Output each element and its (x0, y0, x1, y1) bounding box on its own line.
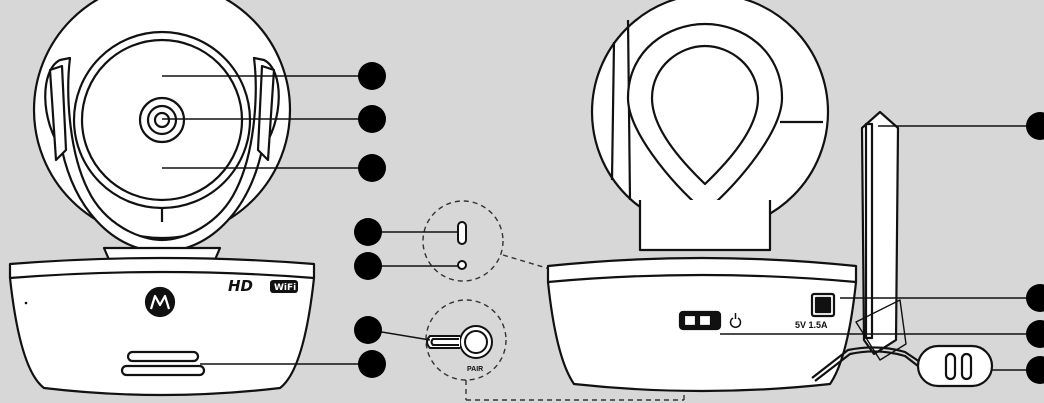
callout-dot-front-5 (354, 252, 382, 280)
pair-button-label: PAIR (467, 366, 483, 373)
mic-sensor-inset (422, 200, 504, 282)
callout-dot-front-3 (358, 154, 386, 182)
power-rating-label: 5V 1.5A (795, 320, 828, 330)
callout-dot-front-2 (358, 105, 386, 133)
callout-dot-back-4 (1026, 356, 1044, 384)
light-sensor (457, 260, 467, 270)
antenna (855, 110, 907, 361)
motorola-logo-icon (144, 286, 176, 318)
power-icon (729, 313, 742, 329)
callout-lines (162, 75, 1036, 371)
callout-dot-front-7 (358, 350, 386, 378)
front-base (8, 256, 316, 397)
microphone-slot (457, 221, 467, 245)
front-vent-lower (120, 364, 206, 377)
pair-button-inset (425, 299, 507, 381)
callout-dot-front-1 (358, 62, 386, 90)
callout-dot-front-6 (354, 316, 382, 344)
callout-dot-front-4 (354, 218, 382, 246)
callout-dot-back-3 (1026, 320, 1044, 348)
callout-dots (354, 62, 1044, 384)
front-camera (8, 0, 316, 397)
power-cable (811, 344, 994, 388)
front-vent-upper (126, 350, 200, 363)
callout-dot-back-2 (1026, 284, 1044, 312)
wifi-badge: WiFi (274, 283, 296, 293)
back-camera (546, 0, 858, 393)
callout-dot-back-1 (1026, 112, 1044, 140)
hd-badge: HD (228, 277, 253, 295)
wifi-badge-box (270, 280, 298, 293)
